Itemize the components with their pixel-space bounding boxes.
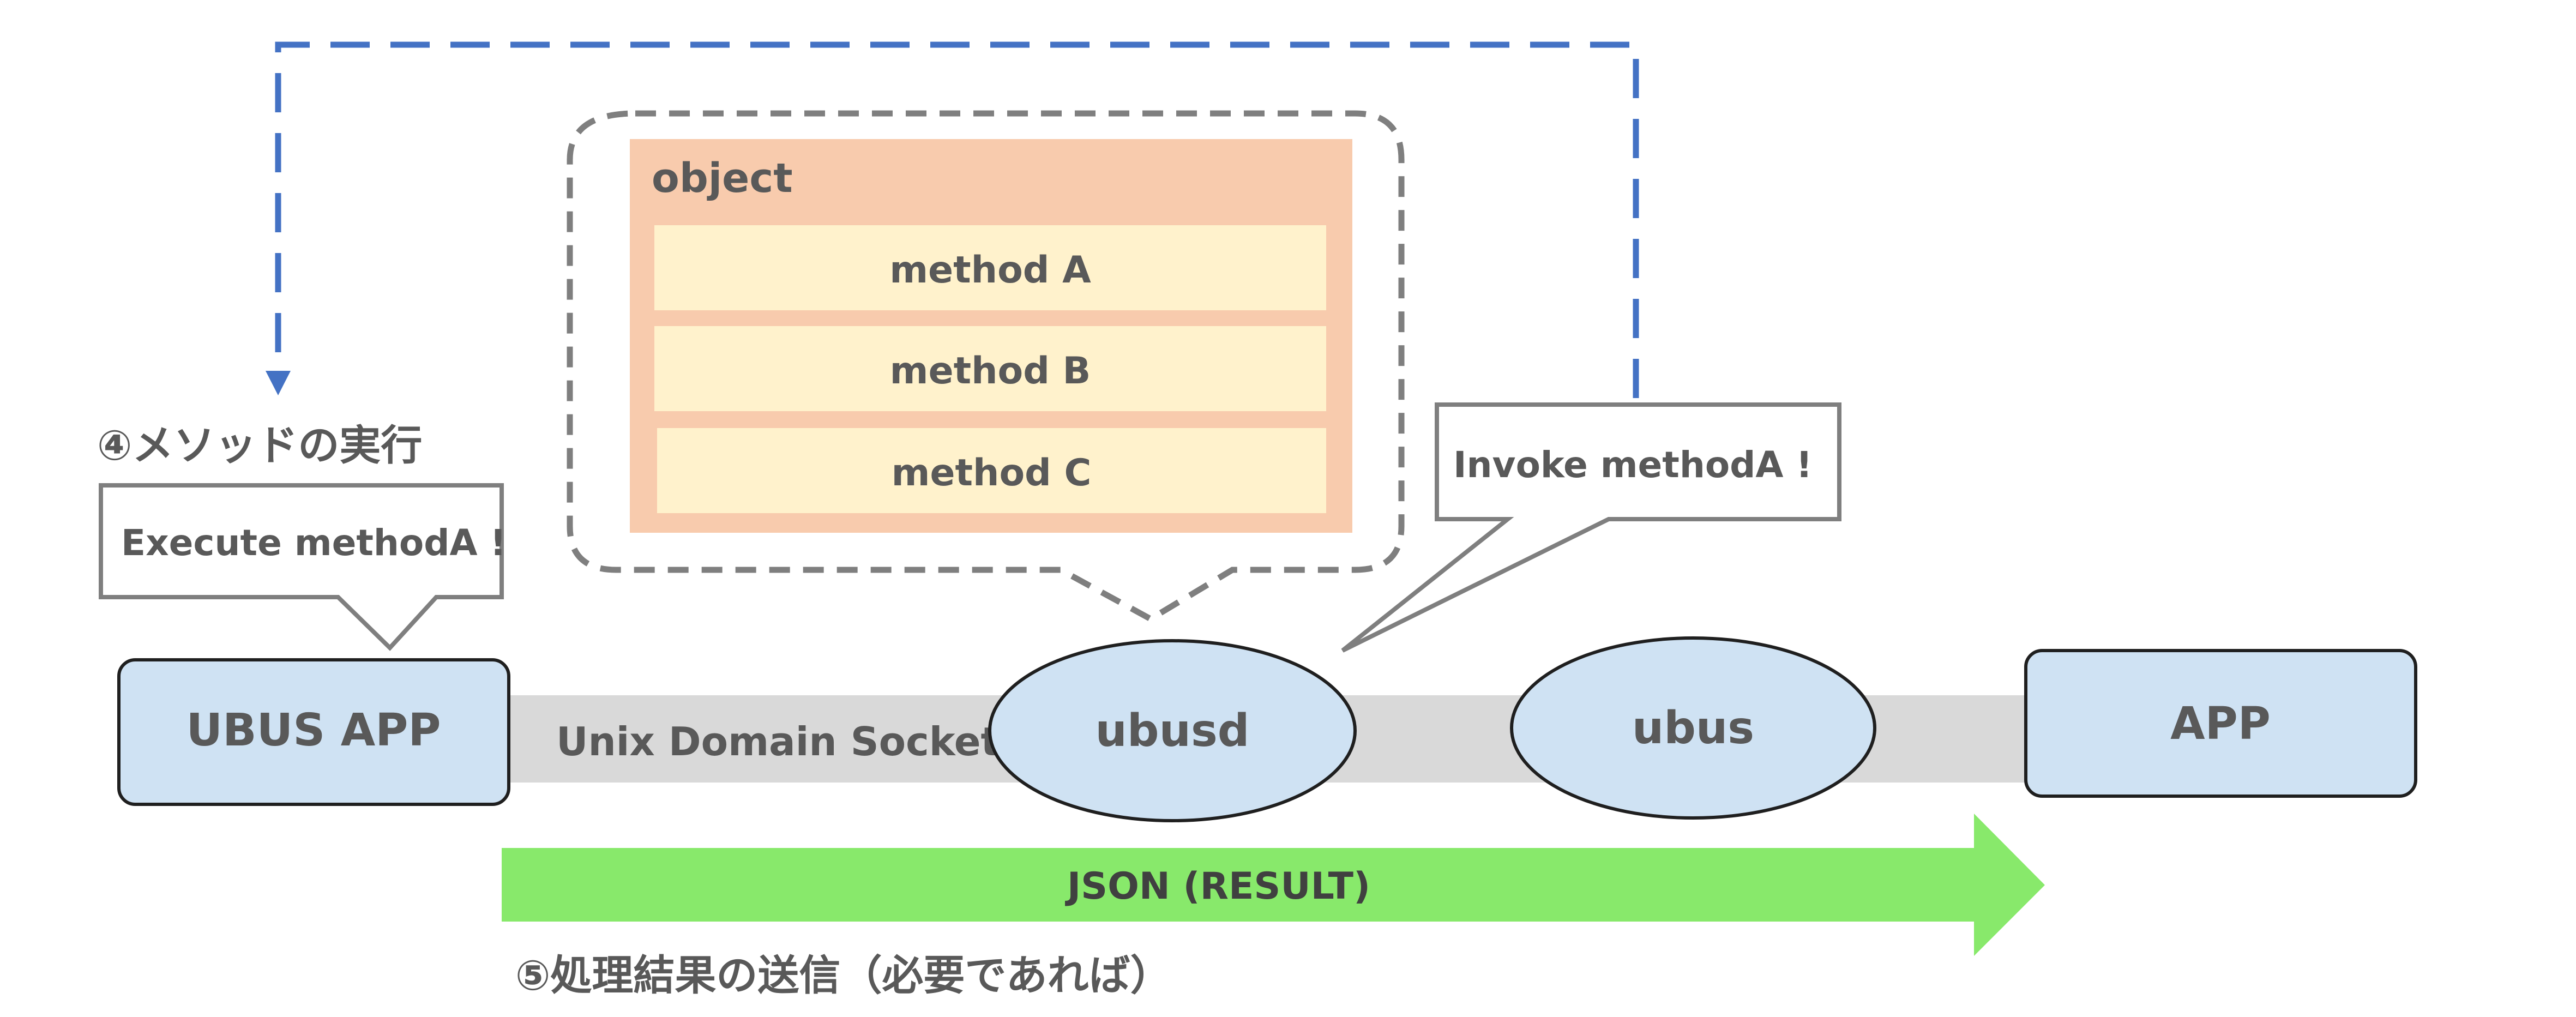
step-4-label: ④メソッドの実行 — [97, 421, 422, 470]
method-a-box — [654, 225, 1326, 310]
json-result-arrow — [502, 814, 2045, 956]
invoke-callout-text: Invoke methodA ! — [1453, 444, 1813, 486]
step-5-label: ⑤処理結果の送信（必要であれば） — [515, 951, 1172, 1000]
method-c-box — [657, 428, 1326, 513]
node-app: APP — [2024, 649, 2417, 798]
ubusd-label: ubusd — [1096, 705, 1250, 757]
invoke-callout — [1341, 402, 1841, 653]
ubus-app-label: UBUS APP — [186, 705, 441, 756]
method-b: method B — [654, 326, 1326, 411]
method-c-label: method C — [892, 452, 1092, 495]
ubus-app-box — [117, 658, 510, 806]
app-box — [2024, 649, 2417, 798]
ubus-ellipse — [1510, 636, 1876, 820]
ubusd-ellipse — [988, 639, 1357, 822]
dashed-invoke-path — [275, 41, 1639, 398]
socket-label: Unix Domain Socket — [556, 719, 1000, 765]
method-a-label: method A — [889, 249, 1091, 292]
node-ubus: ubus — [1510, 636, 1876, 820]
json-result-label: JSON (RESULT) — [1065, 865, 1370, 908]
execute-callout-text: Execute methodA ! — [121, 522, 507, 564]
method-b-label: method B — [890, 350, 1091, 393]
node-ubus-app: UBUS APP — [117, 658, 510, 806]
node-ubusd: ubusd — [988, 639, 1357, 822]
dashed-arrowhead-icon — [266, 371, 291, 395]
app-label: APP — [2170, 698, 2271, 750]
object-title: object — [652, 155, 793, 202]
method-c: method C — [657, 428, 1326, 513]
method-a: method A — [654, 225, 1326, 310]
method-b-box — [654, 326, 1326, 411]
ubus-label: ubus — [1632, 702, 1754, 754]
execute-callout — [99, 483, 504, 651]
